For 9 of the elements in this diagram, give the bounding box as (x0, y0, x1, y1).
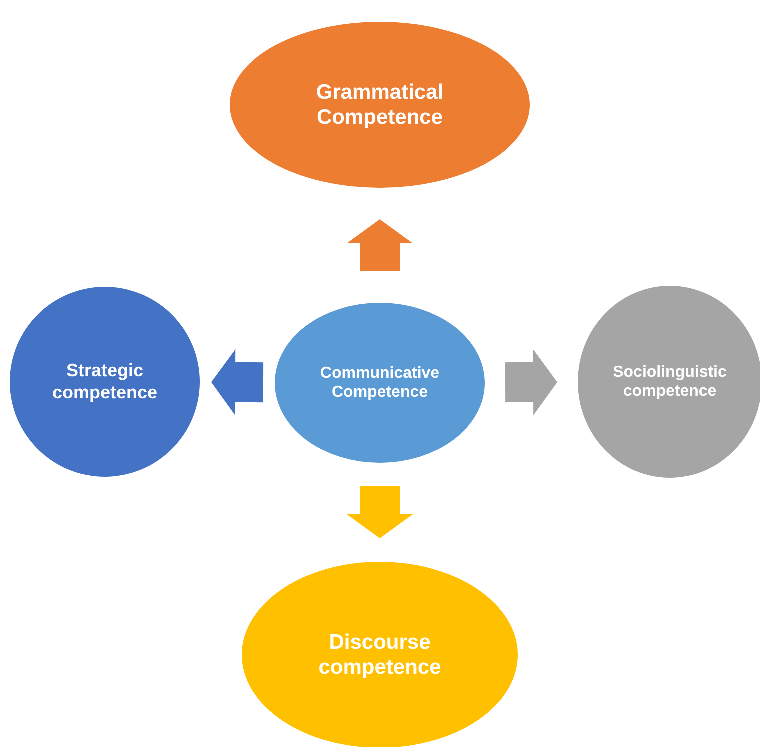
node-label: Sociolinguistic competence (612, 362, 728, 402)
block-arrow (212, 349, 264, 416)
node-label: Strategic competence (51, 360, 159, 404)
block-arrow (347, 486, 413, 538)
node-label: Communicative Competence (319, 364, 441, 402)
node-label: Grammatical Competence (315, 80, 445, 130)
block-arrow (347, 220, 413, 272)
node-label: Discourse competence (318, 630, 442, 680)
block-arrow (505, 349, 558, 416)
